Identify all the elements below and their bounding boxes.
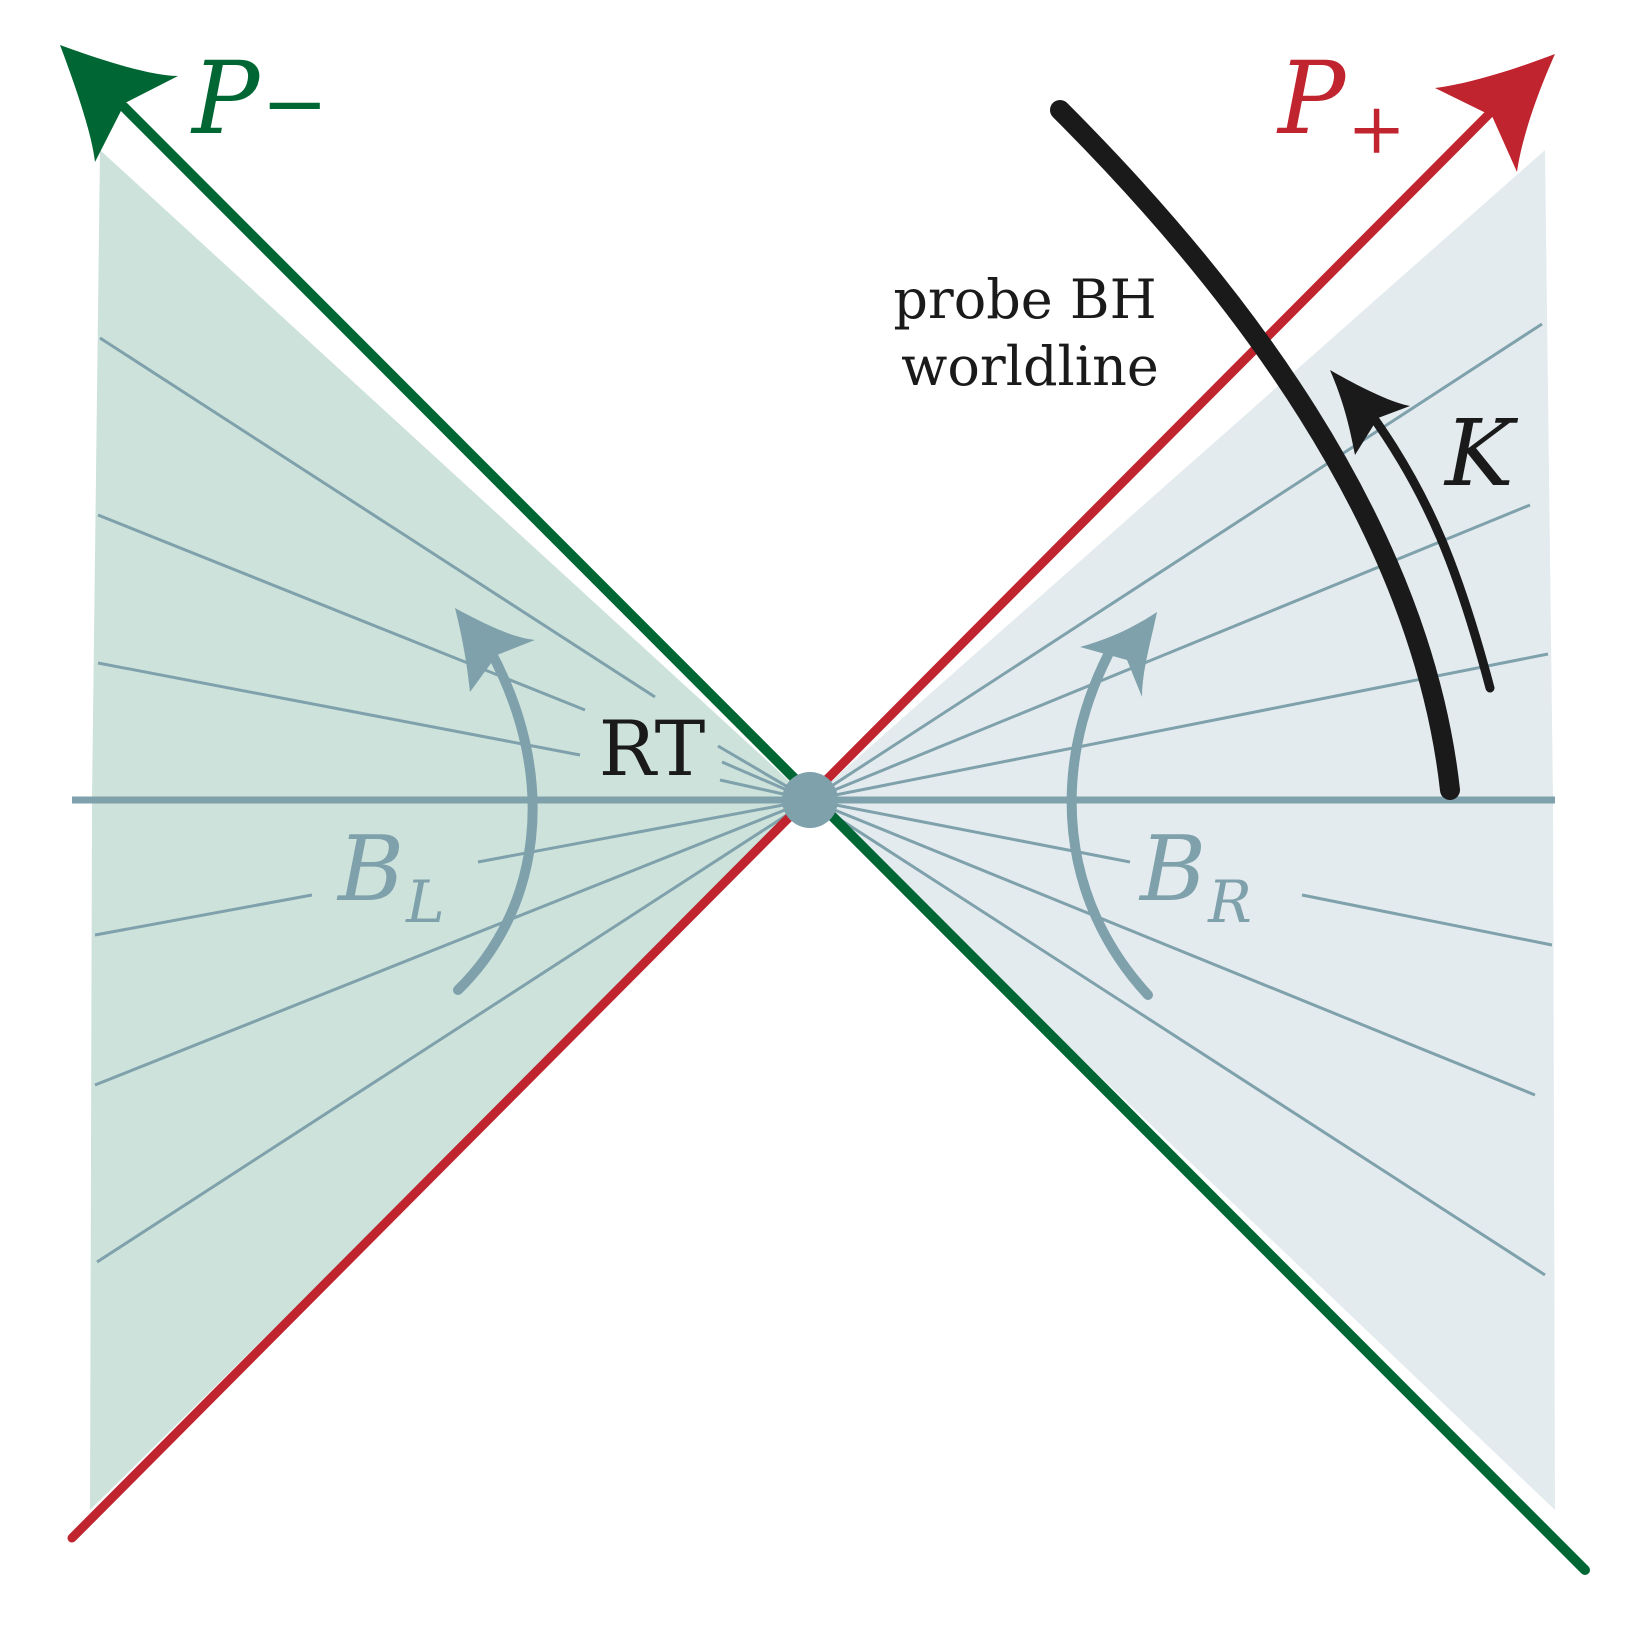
left-slice-fan bbox=[94, 336, 811, 1264]
green-null-line bbox=[119, 102, 1590, 1575]
rt-surface-dot bbox=[782, 772, 838, 828]
probe-label-line2: worldline bbox=[901, 335, 1159, 398]
p-plus-arrowhead bbox=[1435, 54, 1555, 172]
br-arrowhead bbox=[1080, 612, 1157, 697]
left-slice-7b bbox=[94, 893, 313, 937]
k-arrow-shaft bbox=[1363, 405, 1495, 693]
bl-arrowhead bbox=[455, 608, 535, 692]
br-arrow-shaft bbox=[1066, 650, 1153, 1000]
right-slice-4b bbox=[1301, 893, 1553, 947]
p-minus-arrowhead bbox=[60, 45, 178, 162]
probe-label-line1: probe BH bbox=[893, 268, 1156, 331]
probe-bh-worldline bbox=[1050, 100, 1460, 800]
right-slice-6 bbox=[809, 798, 1546, 1277]
bl-arrow-shaft bbox=[453, 645, 538, 995]
p-plus-label: P+ bbox=[1276, 40, 1406, 170]
right-slice-2 bbox=[809, 503, 1531, 802]
rt-label: RT bbox=[599, 704, 706, 793]
p-minus-label: P− bbox=[190, 40, 328, 157]
right-wedge-region bbox=[810, 150, 1555, 1510]
right-slice-5 bbox=[809, 798, 1536, 1097]
left-wedge-region bbox=[90, 150, 810, 1510]
left-slice-8 bbox=[94, 798, 811, 1087]
left-slice-9 bbox=[96, 798, 811, 1264]
b-r-label: BR bbox=[1138, 817, 1252, 936]
right-slice-1 bbox=[809, 322, 1543, 802]
left-slice-1 bbox=[99, 336, 656, 699]
b-l-label: BL bbox=[336, 817, 445, 936]
k-label: K bbox=[1443, 400, 1519, 507]
k-arrowhead bbox=[1330, 370, 1410, 455]
left-slice-3 bbox=[97, 661, 581, 757]
